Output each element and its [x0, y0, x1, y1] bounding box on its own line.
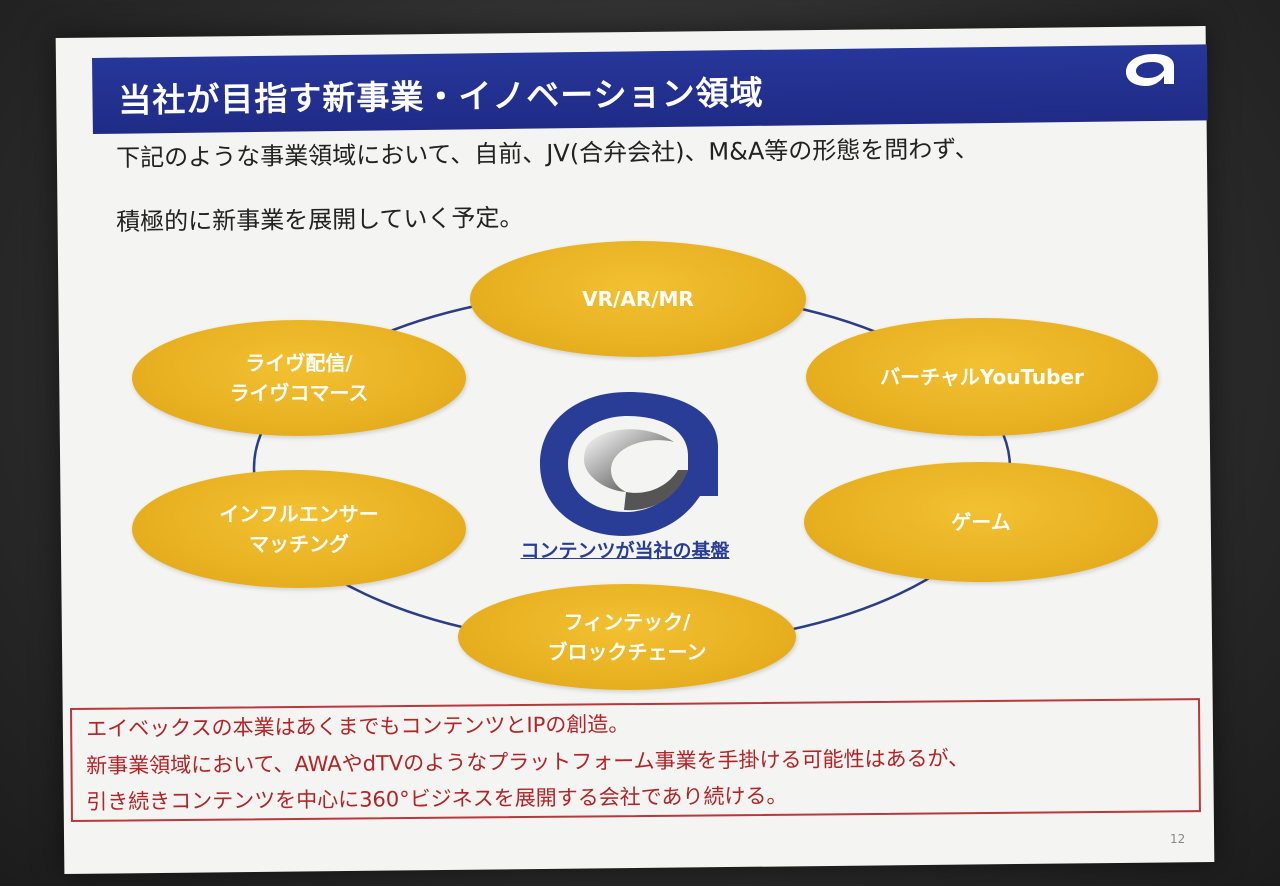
node-label: ライヴ配信/ ライヴコマース — [229, 351, 369, 405]
page-number: 12 — [1170, 832, 1186, 846]
note-line-1: エイベックスの本業はあくまでもコンテンツとIPの創造。 — [86, 712, 630, 741]
node-fintech-blockchain: フィンテック/ ブロックチェーン — [458, 584, 796, 690]
node-label: インフルエンサー マッチング — [219, 502, 379, 556]
node-virtual-youtuber: バーチャルYouTuber — [806, 318, 1158, 436]
center-caption: コンテンツが当社の基盤 — [520, 540, 730, 562]
avex-center-logo-icon — [540, 392, 718, 536]
node-label: バーチャルYouTuber — [880, 365, 1084, 389]
node-live-streaming-commerce: ライヴ配信/ ライヴコマース — [132, 320, 466, 436]
node-game: ゲーム — [804, 462, 1158, 582]
avex-logo-icon — [1126, 54, 1174, 86]
node-label: フィンテック/ ブロックチェーン — [547, 610, 707, 664]
node-label: ゲーム — [951, 510, 1011, 534]
node-influencer-matching: インフルエンサー マッチング — [132, 470, 466, 588]
node-vr-ar-mr: VR/AR/MR — [470, 241, 806, 357]
note-line-3: 引き続きコンテンツを中心に360°ビジネスを展開する会社であり続ける。 — [86, 783, 788, 814]
node-label: VR/AR/MR — [582, 287, 694, 311]
